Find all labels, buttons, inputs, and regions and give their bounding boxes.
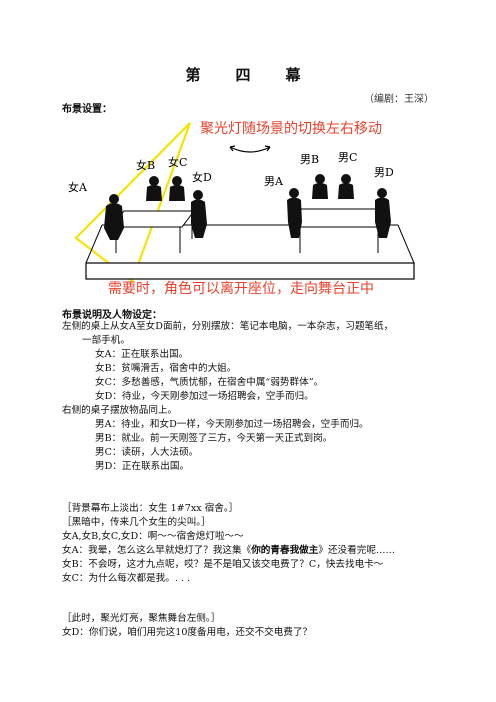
explain-nan-b: 男B：就业。前一天刚签了三方，今天第一天正式到岗。 bbox=[95, 433, 333, 444]
script-line-7: ［此时，聚光灯亮，聚焦舞台左侧。］ bbox=[62, 613, 221, 624]
script-line-1: ［背景幕布上淡出：女生 1#7xx 宿舍。］ bbox=[62, 503, 239, 514]
figure-nan-c bbox=[338, 174, 354, 199]
figure-nan-d bbox=[375, 188, 391, 238]
setup-heading: 布景设置： bbox=[62, 104, 112, 115]
explain-nan-d: 男D：正在联系出国。 bbox=[95, 461, 190, 472]
script-line-6: 女C：为什么每次都是我。. . . bbox=[62, 573, 191, 584]
script-line-4-title: 你的青春我做主 bbox=[251, 545, 319, 556]
script-line-4-pre: 女A：我晕，怎么这么早就熄灯了？我这集《 bbox=[62, 545, 252, 556]
figure-nan-a bbox=[287, 188, 302, 238]
label-nan-a: 男A bbox=[264, 175, 284, 188]
label-nv-c: 女C bbox=[168, 155, 187, 169]
script-line-8: 女D：你们说，咱们用完这10度备用电，还交不交电费了？ bbox=[62, 627, 313, 638]
explain-left-desk-2: 一部手机。 bbox=[82, 335, 130, 346]
label-nv-d: 女D bbox=[192, 170, 212, 184]
label-nv-a: 女A bbox=[68, 180, 88, 194]
spotlight-caption: 聚光灯随场景的切换左右移动 bbox=[200, 120, 382, 137]
explain-nan-a: 男A：待业，和女D一样，今天刚参加过一场招聘会，空手而归。 bbox=[95, 419, 369, 430]
stage-platform bbox=[85, 224, 415, 280]
stage-diagram: 女A 女B 女C 女D 男A 男B 男C 男D 聚光灯随场景的切换左右移动 需要… bbox=[68, 120, 415, 297]
explain-heading: 布景说明及人物设定： bbox=[62, 310, 162, 321]
figure-nv-d bbox=[191, 190, 207, 238]
move-arrow-icon bbox=[229, 146, 271, 153]
figure-nv-a bbox=[104, 194, 124, 240]
right-desk bbox=[293, 208, 383, 253]
spotlight-cone bbox=[74, 122, 192, 283]
label-nan-d: 男D bbox=[374, 166, 394, 179]
explain-nv-a: 女A：正在联系出国。 bbox=[95, 349, 189, 360]
script-line-4-post: 》还没看完呢…… bbox=[318, 545, 396, 556]
figure-nv-c bbox=[169, 176, 185, 201]
script-line-4: 女A：我晕，怎么这么早就熄灯了？我这集《你的青春我做主》还没看完呢…… bbox=[62, 544, 395, 557]
figure-nv-b bbox=[146, 176, 162, 201]
label-nan-c: 男C bbox=[338, 151, 357, 164]
script-line-2: ［黑暗中，传来几个女生的尖叫。］ bbox=[62, 517, 211, 528]
editor-credit: （编剧：王深） bbox=[364, 94, 434, 105]
explain-nv-d: 女D：待业，今天刚参加过一场招聘会，空手而归。 bbox=[95, 391, 314, 402]
script-line-3: 女A,女B,女C,女D：啊～～宿舍熄灯啦～～ bbox=[62, 531, 244, 542]
label-nv-b: 女B bbox=[136, 158, 155, 172]
label-nan-b: 男B bbox=[300, 153, 319, 166]
page-title: 第 四 幕 bbox=[185, 66, 311, 84]
script-line-5: 女B：不会呀，这才九点呢，哎？是不是咱又该交电费了？C，快去找电卡～ bbox=[62, 559, 384, 570]
explain-right-desk: 右侧的桌子摆放物品同上。 bbox=[62, 405, 178, 416]
figure-nan-b bbox=[312, 174, 328, 199]
explain-left-desk-1: 左侧的桌上从女A至女D面前，分别摆放：笔记本电脑，一本杂志，习题笔纸， bbox=[62, 321, 394, 332]
left-desk bbox=[111, 210, 195, 253]
bottom-caption: 需要时，角色可以离开座位，走向舞台正中 bbox=[108, 280, 374, 297]
explain-nan-c: 男C：读研，人大法硕。 bbox=[95, 447, 199, 458]
explain-nv-c: 女C：多愁善感，气质忧郁，在宿舍中属“弱势群体”。 bbox=[95, 377, 324, 388]
explain-nv-b: 女B：贫嘴滑舌，宿舍中的大姐。 bbox=[95, 363, 237, 374]
